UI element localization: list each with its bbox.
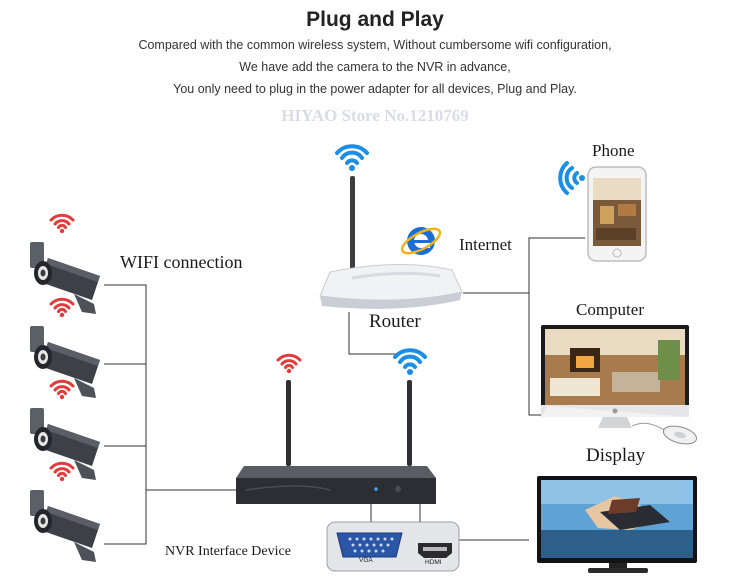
camera-group [30, 213, 100, 562]
router-icon [319, 144, 463, 309]
vga-label: VGA [359, 557, 373, 564]
store-watermark: HIYAO Store No.1210769 [281, 106, 469, 125]
camera-icon-2 [30, 297, 100, 398]
description-line-3: You only need to plug in the power adapt… [173, 82, 577, 96]
nvr-icon [236, 348, 436, 504]
nvr-interface-panel [326, 521, 460, 572]
router-label: Router [369, 311, 421, 332]
internet-explorer-icon [400, 227, 442, 255]
hdmi-label: HDMI [425, 559, 442, 566]
nvr-interface-label: NVR Interface Device [165, 544, 291, 559]
computer-icon [541, 325, 689, 428]
description-line-1: Compared with the common wireless system… [138, 38, 612, 52]
description-line-2: We have add the camera to the NVR in adv… [239, 60, 511, 74]
phone-label: Phone [592, 141, 635, 160]
vga-port-icon [336, 532, 403, 558]
phone-icon [558, 161, 647, 262]
hdmi-port-icon [418, 543, 452, 558]
page-title: Plug and Play [306, 8, 444, 31]
display-label: Display [586, 445, 646, 466]
computer-label: Computer [576, 300, 644, 319]
internet-label: Internet [459, 235, 512, 254]
mouse-icon [631, 422, 698, 445]
tv-icon [537, 476, 697, 573]
wifi-connection-label: WIFI connection [120, 252, 243, 272]
connection-lines [104, 237, 585, 545]
